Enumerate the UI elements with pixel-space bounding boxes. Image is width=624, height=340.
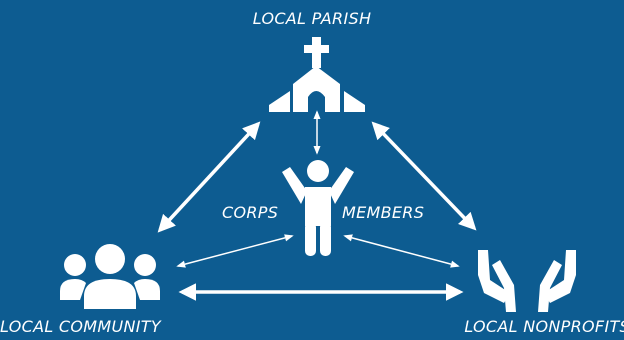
arrow-parish-nonprofits bbox=[371, 121, 477, 231]
label-local-community: LOCAL COMMUNITY bbox=[0, 317, 161, 336]
label-members: MEMBERS bbox=[342, 203, 425, 222]
label-local-nonprofits: LOCAL NONPROFITS bbox=[464, 317, 624, 336]
arrow-corps-nonprofits bbox=[343, 234, 460, 268]
person-arms-raised-icon bbox=[282, 160, 354, 256]
church-icon bbox=[269, 37, 365, 112]
open-hands-icon bbox=[478, 250, 576, 312]
label-local-parish: LOCAL PARISH bbox=[252, 9, 372, 28]
people-group-icon bbox=[60, 244, 160, 309]
arrow-corps-community bbox=[176, 234, 294, 268]
arrow-parish-community bbox=[157, 121, 261, 233]
label-corps: CORPS bbox=[222, 203, 279, 222]
